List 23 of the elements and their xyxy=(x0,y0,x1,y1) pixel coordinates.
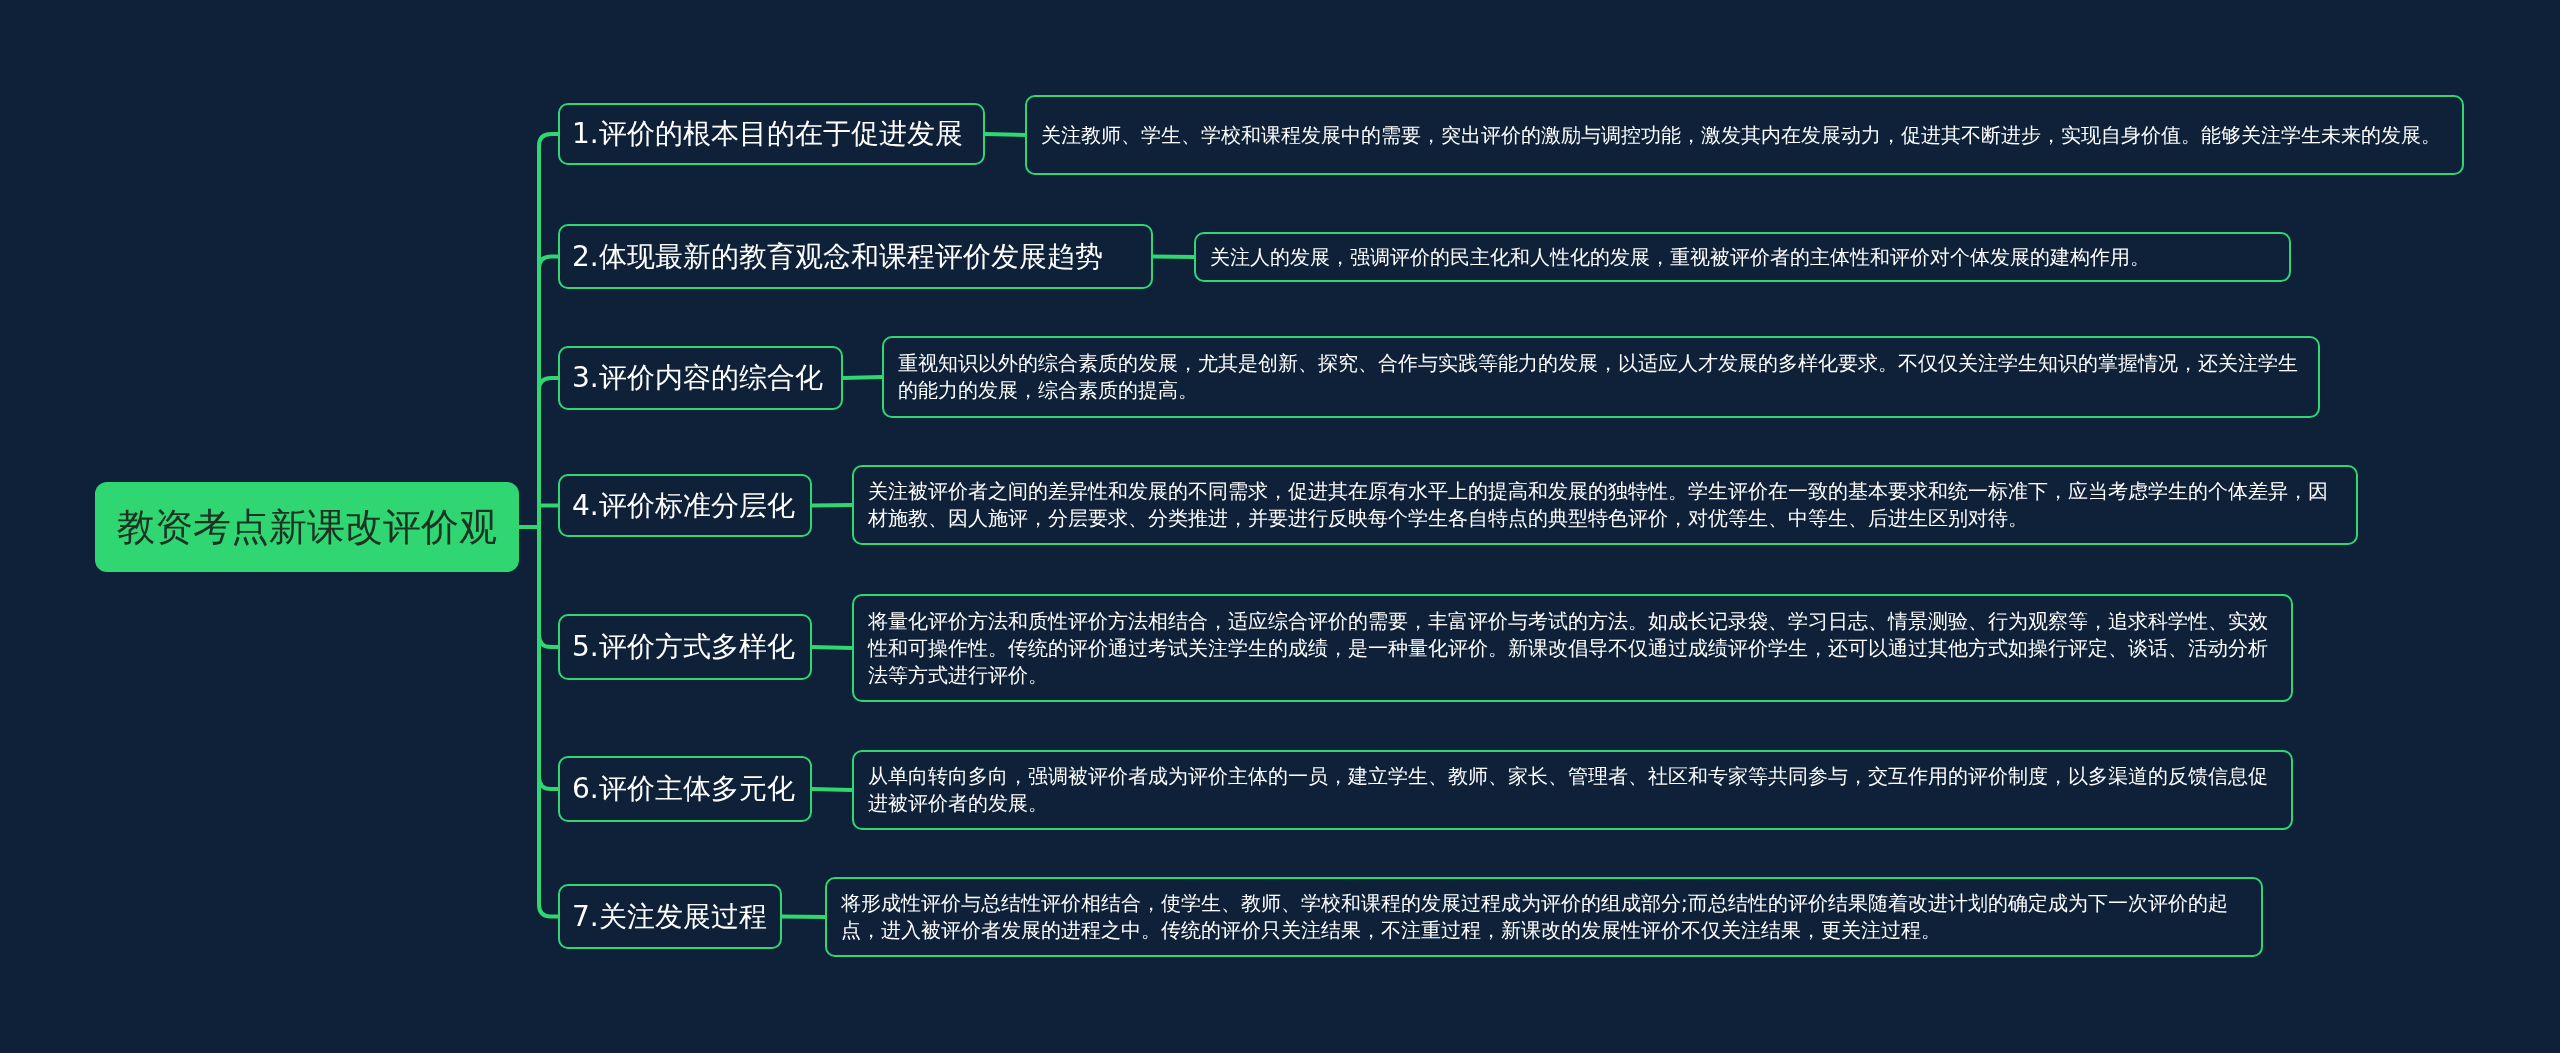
description-box: 关注被评价者之间的差异性和发展的不同需求，促进其在原有水平上的提高和发展的独特性。学生评价在一致的基本要求和统一标准下，应当考虑学生的个体差异，因材施教、因人施评，分层要求、分类推进，并要进行反映每个学生各自特点的典型特色评价，对优等生、中等生、后进生区别对待。 xyxy=(852,465,2358,545)
topic-box: 5.评价方式多样化 xyxy=(558,614,812,680)
topic-box: 6.评价主体多元化 xyxy=(558,756,812,822)
topic-box: 7.关注发展过程 xyxy=(558,884,782,949)
connector-line xyxy=(811,787,853,792)
connector-line xyxy=(1152,254,1195,259)
description-box: 关注教师、学生、学校和课程发展中的需要，突出评价的激励与调控功能，激发其内在发展动力，促进其不断进步，实现自身价值。能够关注学生未来的发展。 xyxy=(1025,95,2464,175)
connector-line xyxy=(781,914,826,919)
description-box: 关注人的发展，强调评价的民主化和人性化的发展，重视被评价者的主体性和评价对个体发展的建构作用。 xyxy=(1194,232,2291,282)
connector-line xyxy=(984,132,1026,137)
description-box: 将形成性评价与总结性评价相结合，使学生、教师、学校和课程的发展过程成为评价的组成部分;而总结性的评价结果随着改进计划的确定成为下一次评价的起点，进入被评价者发展的进程之中。传统的评价只关注结果，不注重过程，新课改的发展性评价不仅关注结果，更关注过程。 xyxy=(825,877,2263,957)
connector-line xyxy=(811,503,853,508)
topic-box: 1.评价的根本目的在于促进发展 xyxy=(558,103,985,165)
connector-line xyxy=(842,375,883,380)
description-box: 将量化评价方法和质性评价方法相结合，适应综合评价的需要，丰富评价与考试的方法。如成长记录袋、学习日志、情景测验、行为观察等，追求科学性、实效性和可操作性。传统的评价通过考试关注学生的成绩，是一种量化评价。新课改倡导不仅通过成绩评价学生，还可以通过其他方式如操行评定、谈话、活动分析法等方式进行评价。 xyxy=(852,594,2293,702)
root-topic-box: 教资考点新课改评价观 xyxy=(95,482,519,572)
topic-box: 2.体现最新的教育观念和课程评价发展趋势 xyxy=(558,224,1153,289)
topic-box: 4.评价标准分层化 xyxy=(558,474,812,537)
description-box: 从单向转向多向，强调被评价者成为评价主体的一员，建立学生、教师、家长、管理者、社区和专家等共同参与，交互作用的评价制度，以多渠道的反馈信息促进被评价者的发展。 xyxy=(852,750,2293,830)
topic-box: 3.评价内容的综合化 xyxy=(558,346,843,410)
description-box: 重视知识以外的综合素质的发展，尤其是创新、探究、合作与实践等能力的发展，以适应人才发展的多样化要求。不仅仅关注学生知识的掌握情况，还关注学生的能力的发展，综合素质的提高。 xyxy=(882,336,2320,418)
connector-line xyxy=(811,645,853,650)
connector-line xyxy=(519,525,558,919)
